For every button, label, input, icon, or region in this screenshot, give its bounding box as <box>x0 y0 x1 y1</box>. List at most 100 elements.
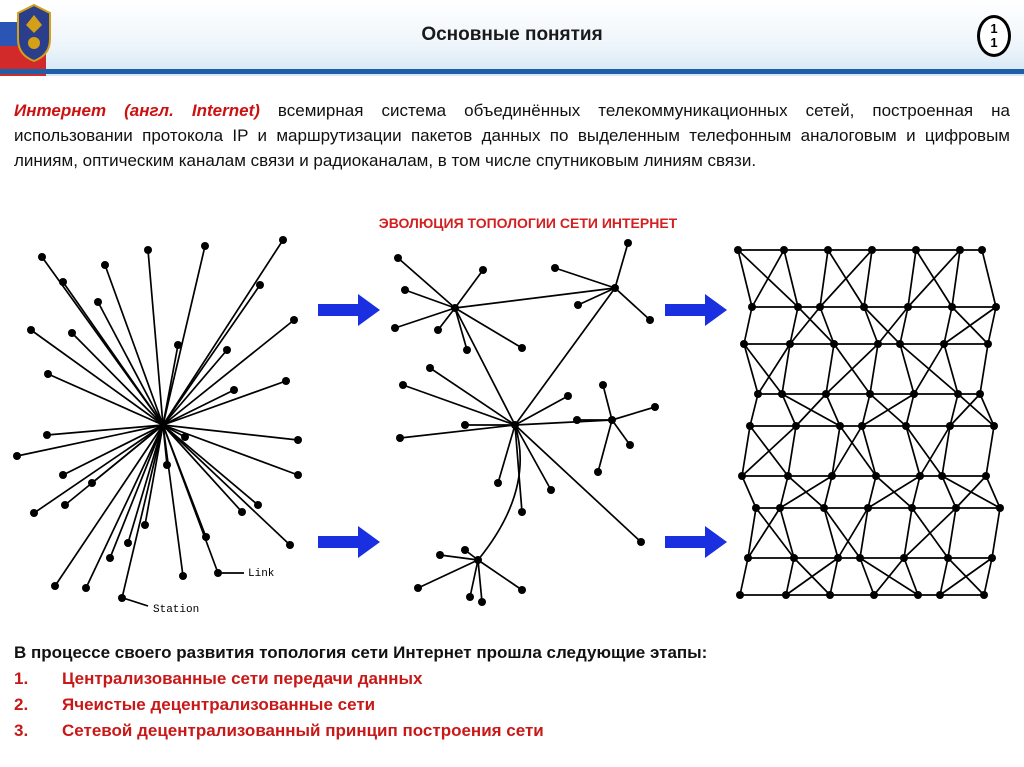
network-link <box>903 507 957 559</box>
network-node <box>144 246 152 254</box>
network-link <box>949 393 981 427</box>
network-node <box>59 471 67 479</box>
network-node <box>396 434 404 442</box>
network-link <box>122 597 149 607</box>
network-node <box>426 364 434 372</box>
network-link <box>394 307 456 329</box>
network-node <box>904 303 912 311</box>
network-link <box>144 424 164 526</box>
network-link <box>819 249 829 308</box>
network-node <box>816 303 824 311</box>
network-link <box>741 475 757 509</box>
network-node <box>181 433 189 441</box>
network-link <box>907 249 961 308</box>
network-link <box>789 306 821 345</box>
arrow-right-icon <box>318 294 380 326</box>
network-node <box>573 416 581 424</box>
network-link <box>46 424 164 436</box>
network-node <box>414 584 422 592</box>
network-node <box>782 591 790 599</box>
network-node <box>511 421 519 429</box>
definition-paragraph: Интернет (англ. Internet) всемирная сист… <box>14 98 1010 173</box>
network-link <box>985 425 995 477</box>
network-link <box>743 343 783 395</box>
network-node <box>900 554 908 562</box>
network-node <box>163 461 171 469</box>
network-link <box>162 380 287 426</box>
network-link <box>127 424 164 544</box>
network-node <box>820 504 828 512</box>
network-link <box>30 329 164 426</box>
network-node <box>436 551 444 559</box>
network-node <box>778 390 786 398</box>
network-link <box>783 249 799 308</box>
network-node <box>479 266 487 274</box>
header-divider <box>0 69 1024 74</box>
network-link <box>955 475 987 509</box>
network-link <box>162 239 284 426</box>
network-node <box>908 504 916 512</box>
network-node <box>938 472 946 480</box>
network-link <box>611 406 656 421</box>
network-link <box>162 319 295 426</box>
network-node <box>637 538 645 546</box>
arrow-right-icon <box>318 526 380 558</box>
network-link <box>402 384 516 426</box>
network-link <box>162 389 235 426</box>
network-link <box>469 559 479 598</box>
network-link <box>755 507 795 559</box>
network-link <box>899 306 909 345</box>
network-link <box>514 424 552 491</box>
network-link <box>71 332 164 426</box>
network-link <box>743 343 759 395</box>
network-node <box>826 591 834 599</box>
page-number-badge: 1 1 <box>977 15 1011 57</box>
network-node <box>864 504 872 512</box>
network-node <box>286 541 294 549</box>
network-node <box>752 504 760 512</box>
network-link <box>514 395 569 426</box>
network-node <box>858 422 866 430</box>
network-link <box>779 475 833 509</box>
network-node <box>160 422 166 428</box>
network-link <box>611 419 631 446</box>
network-node <box>944 554 952 562</box>
network-link <box>943 306 997 345</box>
network-node <box>956 246 964 254</box>
network-link <box>861 393 915 427</box>
network-link <box>614 242 629 289</box>
slide-header: Основные понятия 1 1 <box>0 0 1024 76</box>
network-link <box>943 343 959 395</box>
network-node <box>294 471 302 479</box>
network-link <box>859 507 869 559</box>
network-node <box>564 392 572 400</box>
network-node <box>94 298 102 306</box>
network-node <box>574 301 582 309</box>
network-link <box>979 393 995 427</box>
network-node <box>294 436 302 444</box>
network-node <box>996 504 1004 512</box>
network-node <box>914 591 922 599</box>
network-node <box>106 554 114 562</box>
network-node <box>976 390 984 398</box>
network-node <box>916 472 924 480</box>
network-link <box>819 249 873 308</box>
network-node <box>872 472 880 480</box>
network-link <box>829 557 839 596</box>
network-link <box>597 419 613 473</box>
network-link <box>162 424 259 506</box>
network-link <box>104 264 164 426</box>
network-node <box>948 303 956 311</box>
network-link <box>867 475 921 509</box>
network-link <box>913 343 945 395</box>
network-node <box>478 598 486 606</box>
stage-number: 2. <box>14 695 29 714</box>
network-node <box>518 344 526 352</box>
network-node <box>399 381 407 389</box>
network-link <box>454 307 523 349</box>
network-link <box>751 249 785 308</box>
network-link <box>785 557 839 596</box>
stage-number: 1. <box>14 669 29 688</box>
network-link <box>454 287 616 309</box>
network-node <box>870 591 878 599</box>
